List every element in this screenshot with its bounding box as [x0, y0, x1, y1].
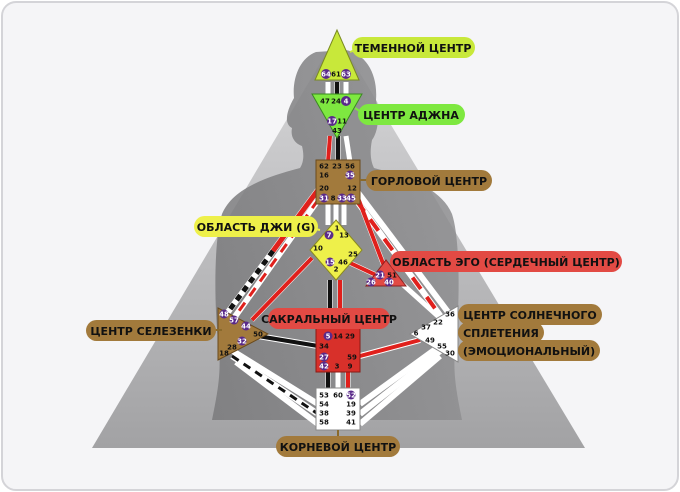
- gate-26: 26: [366, 279, 376, 287]
- gate-22: 22: [433, 319, 443, 327]
- gate-42: 42: [319, 363, 329, 371]
- gate-13: 13: [339, 232, 349, 240]
- gate-18: 18: [219, 350, 229, 358]
- gate-40: 40: [384, 279, 394, 287]
- label-spleen: ЦЕНТР СЕЛЕЗЕНКИ: [86, 320, 216, 341]
- gate-12: 12: [347, 185, 357, 193]
- gate-41: 41: [346, 419, 356, 427]
- gate-56: 56: [345, 163, 355, 171]
- gate-37: 37: [421, 324, 431, 332]
- gate-62: 62: [319, 163, 329, 171]
- label-solar-line1: ЦЕНТР СОЛНЕЧНОГО: [463, 309, 596, 322]
- label-solar: ЦЕНТР СОЛНЕЧНОГО СПЛЕТЕНИЯ (ЭМОЦИОНАЛЬНЫ…: [458, 304, 602, 361]
- gate-23: 23: [332, 163, 342, 171]
- gate-10: 10: [313, 245, 323, 253]
- label-root: КОРНЕВОЙ ЦЕНТР: [276, 436, 400, 457]
- label-ajna-text: ЦЕНТР АДЖНА: [363, 109, 459, 122]
- gate-16: 16: [319, 172, 329, 180]
- label-ego-text: ОБЛАСТЬ ЭГО (СЕРДЕЧНЫЙ ЦЕНТР): [392, 256, 619, 269]
- gate-64: 64: [321, 71, 331, 79]
- gate-50: 50: [253, 331, 263, 339]
- label-ajna: ЦЕНТР АДЖНА: [358, 104, 465, 125]
- gate-38: 38: [319, 410, 329, 418]
- label-root-text: КОРНЕВОЙ ЦЕНТР: [280, 441, 396, 454]
- gate-44: 44: [241, 323, 251, 331]
- gate-58: 58: [319, 419, 329, 427]
- throat-center: 62 23 56 16 35 20 12 31 8 33 45: [315, 159, 361, 205]
- spleen-center: 48 57 44 50 32 28 18: [217, 307, 270, 361]
- gate-6: 6: [414, 330, 419, 338]
- gate-2: 2: [334, 266, 339, 274]
- gate-55: 55: [437, 343, 447, 351]
- gate-54: 54: [319, 401, 329, 409]
- gate-20: 20: [319, 185, 329, 193]
- label-sacral: САКРАЛЬНЫЙ ЦЕНТР: [261, 308, 397, 329]
- head-center: 64 61 63: [314, 28, 360, 81]
- gate-47: 47: [320, 98, 330, 106]
- gate-17: 17: [327, 118, 337, 126]
- gate-43: 43: [332, 127, 342, 135]
- gate-32: 32: [237, 338, 247, 346]
- label-ego: ОБЛАСТЬ ЭГО (СЕРДЕЧНЫЙ ЦЕНТР): [390, 251, 622, 272]
- gate-1: 1: [335, 225, 340, 233]
- gate-53: 53: [319, 392, 329, 400]
- gate-8: 8: [331, 195, 336, 203]
- gate-61: 61: [331, 71, 341, 79]
- g-center: 1 7 13 10 25 15 46 2: [309, 219, 363, 281]
- gate-31: 31: [319, 195, 329, 203]
- label-head-text: ТЕМЕННОЙ ЦЕНТР: [355, 42, 472, 55]
- label-sacral-text: САКРАЛЬНЫЙ ЦЕНТР: [261, 313, 397, 326]
- gate-15: 15: [325, 259, 335, 267]
- gate-45: 45: [346, 195, 356, 203]
- gate-48: 48: [219, 311, 229, 319]
- label-solar-line2: СПЛЕТЕНИЯ: [463, 327, 539, 340]
- label-g-center-text: ОБЛАСТЬ ДЖИ (G): [197, 221, 316, 234]
- gate-14: 14: [333, 333, 343, 341]
- gate-46: 46: [338, 259, 348, 267]
- gate-35: 35: [345, 172, 355, 180]
- root-center: 53 60 52 54 19 38 39 58 41: [315, 387, 361, 431]
- ajna-center: 47 24 4 17 11 43: [311, 93, 363, 140]
- gate-3: 3: [335, 363, 340, 371]
- gate-25: 25: [348, 251, 358, 259]
- gate-28: 28: [227, 344, 237, 352]
- gate-11: 11: [337, 118, 347, 126]
- gate-39: 39: [346, 410, 356, 418]
- gate-34: 34: [319, 343, 329, 351]
- label-head: ТЕМЕННОЙ ЦЕНТР: [352, 37, 475, 58]
- gate-36: 36: [445, 311, 455, 319]
- gate-63: 63: [341, 71, 351, 79]
- gate-30: 30: [445, 350, 455, 358]
- gate-57: 57: [229, 317, 239, 325]
- label-throat: ГОРЛОВОЙ ЦЕНТР: [366, 170, 492, 191]
- gate-24: 24: [331, 98, 341, 106]
- sacral-center: 5 14 29 34 27 59 42 3 9: [315, 325, 361, 373]
- gate-59: 59: [347, 354, 357, 362]
- gate-21: 21: [375, 272, 385, 280]
- label-throat-text: ГОРЛОВОЙ ЦЕНТР: [371, 175, 487, 188]
- gate-19: 19: [346, 401, 356, 409]
- gate-60: 60: [333, 392, 343, 400]
- gate-5: 5: [326, 333, 331, 341]
- gate-4: 4: [344, 98, 349, 106]
- label-solar-line3: (ЭМОЦИОНАЛЬНЫЙ): [463, 345, 595, 358]
- gate-27: 27: [319, 354, 329, 362]
- label-spleen-text: ЦЕНТР СЕЛЕЗЕНКИ: [90, 325, 211, 338]
- gate-9: 9: [348, 363, 353, 371]
- gate-7: 7: [327, 232, 332, 240]
- label-g-center: ОБЛАСТЬ ДЖИ (G): [194, 216, 318, 237]
- gate-29: 29: [345, 333, 355, 341]
- ego-center: 21 51 26 40: [364, 259, 408, 287]
- solar-plexus-center: 36 22 37 6 49 55 30: [409, 305, 459, 363]
- gate-33: 33: [337, 195, 347, 203]
- gate-52: 52: [346, 392, 356, 400]
- gate-51: 51: [387, 272, 397, 280]
- gate-49: 49: [425, 337, 435, 345]
